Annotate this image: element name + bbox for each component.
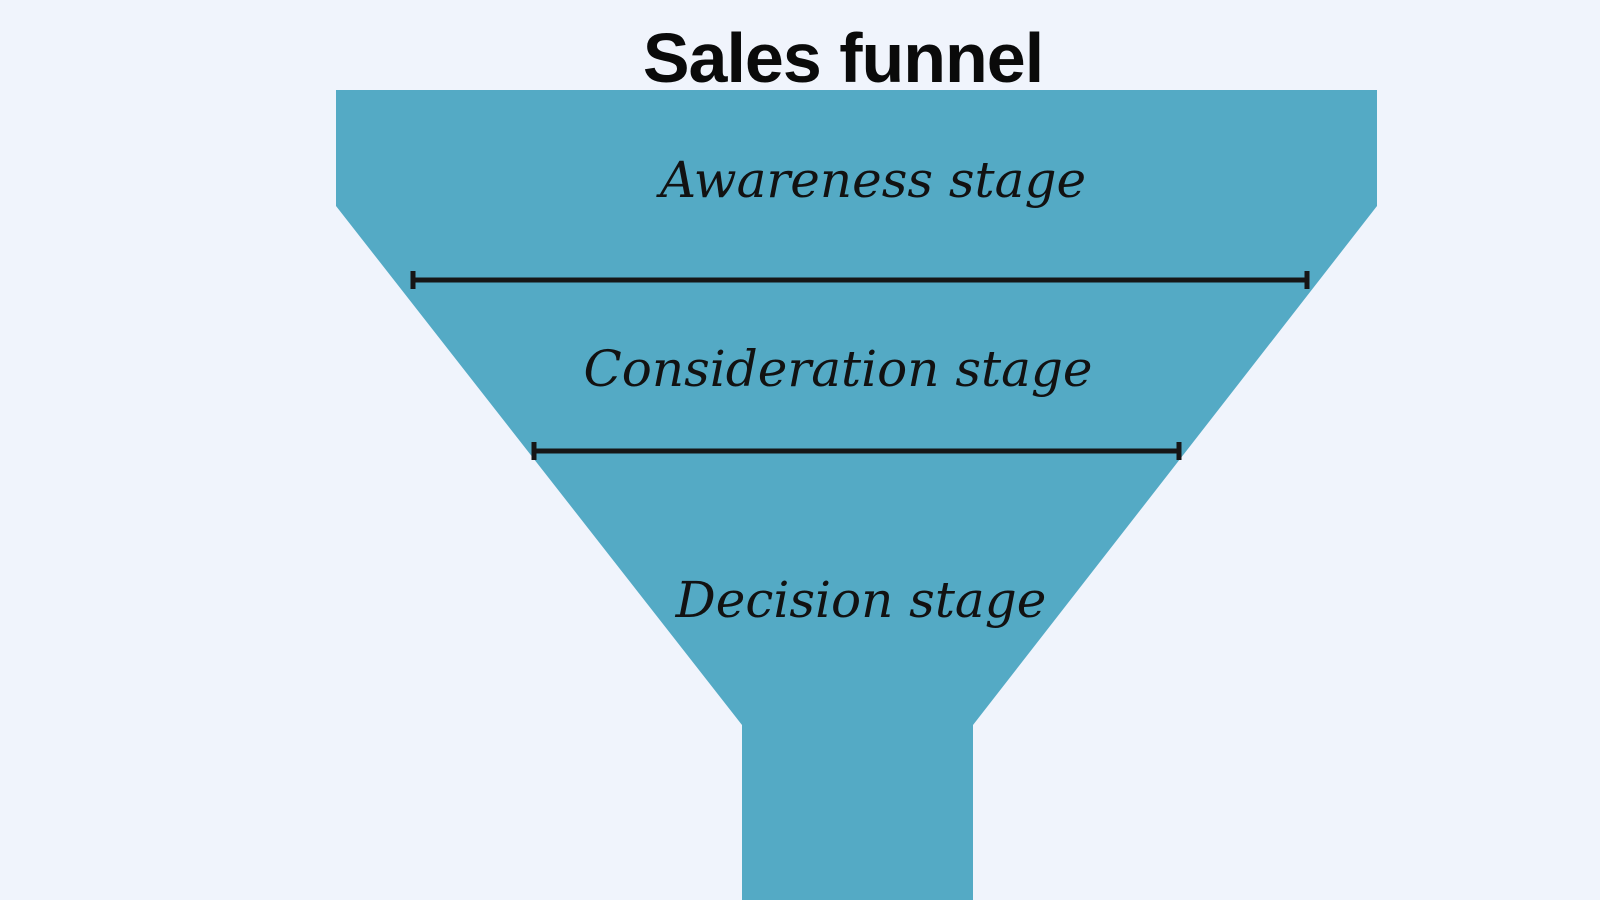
stage-label-awareness: Awareness stage [659, 151, 1087, 209]
diagram-title: Sales funnel [642, 19, 1044, 97]
stage-label-decision: Decision stage [675, 571, 1047, 629]
stage-label-consideration: Consideration stage [583, 340, 1093, 398]
divider-awareness-consideration [410, 271, 1310, 289]
divider-consideration-decision [531, 442, 1182, 460]
funnel-body [336, 90, 1377, 900]
